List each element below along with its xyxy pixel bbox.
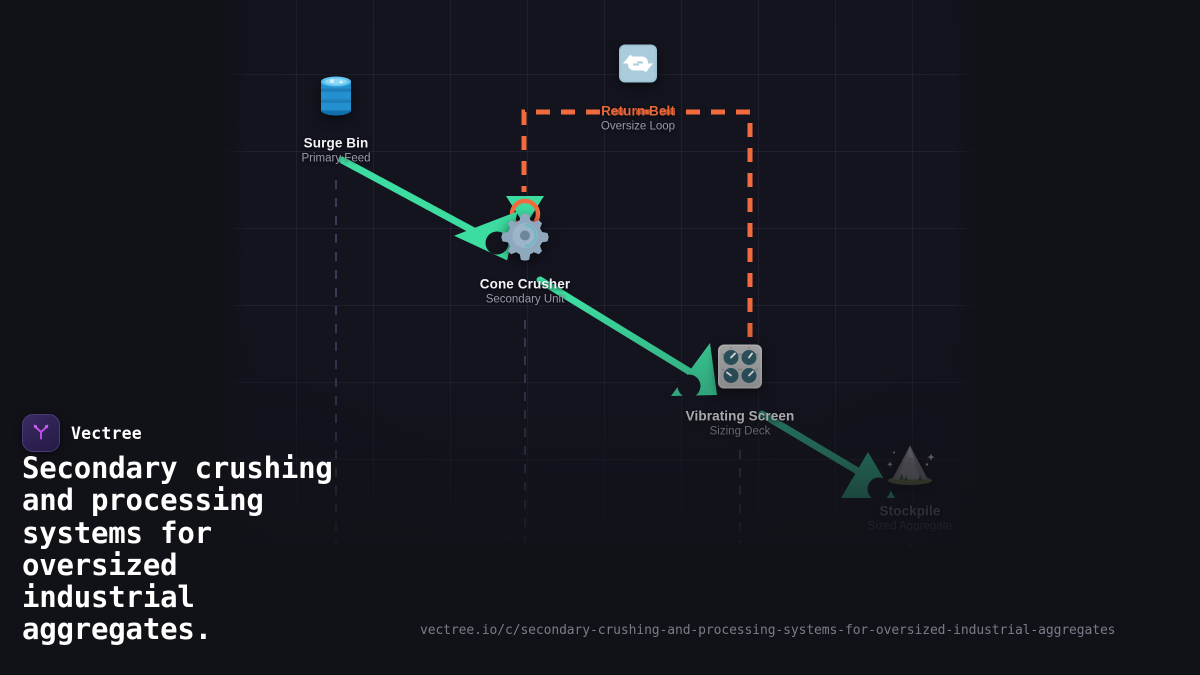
brand: Vectree: [22, 414, 142, 452]
node-title: Vibrating Screen: [685, 408, 795, 424]
diagram-node-return-belt[interactable]: Return Belt Oversize Loop: [553, 40, 723, 133]
control-knobs-icon: [714, 341, 766, 400]
diagram-node-vibrating-screen[interactable]: Vibrating Screen Sizing Deck: [655, 341, 825, 438]
oil-drum-icon: [312, 72, 360, 127]
mountain-icon: [883, 440, 937, 495]
page-title: Secondary crushing and processing system…: [22, 451, 333, 647]
diagram-node-surge-bin[interactable]: Surge Bin Primary Feed: [251, 72, 421, 165]
gear-icon: [500, 211, 550, 268]
diagram-node-stockpile[interactable]: Stockpile Sized Aggregate: [825, 440, 995, 533]
node-title: Stockpile: [879, 503, 941, 519]
node-subtitle: Sizing Deck: [709, 425, 771, 438]
node-subtitle: Secondary Unit: [485, 293, 565, 306]
vectree-tree-icon: [22, 414, 60, 452]
node-subtitle: Oversize Loop: [600, 120, 676, 133]
node-title: Cone Crusher: [479, 276, 571, 292]
node-subtitle: Primary Feed: [301, 152, 371, 165]
brand-name: Vectree: [71, 423, 142, 443]
node-subtitle: Sized Aggregate: [867, 520, 953, 533]
repeat-arrows-icon: [614, 40, 662, 95]
diagram-node-cone-crusher[interactable]: Cone Crusher Secondary Unit: [440, 211, 610, 306]
node-title: Return Belt: [601, 103, 675, 119]
footer-url: vectree.io/c/secondary-crushing-and-proc…: [420, 623, 1116, 638]
node-title: Surge Bin: [303, 135, 369, 151]
